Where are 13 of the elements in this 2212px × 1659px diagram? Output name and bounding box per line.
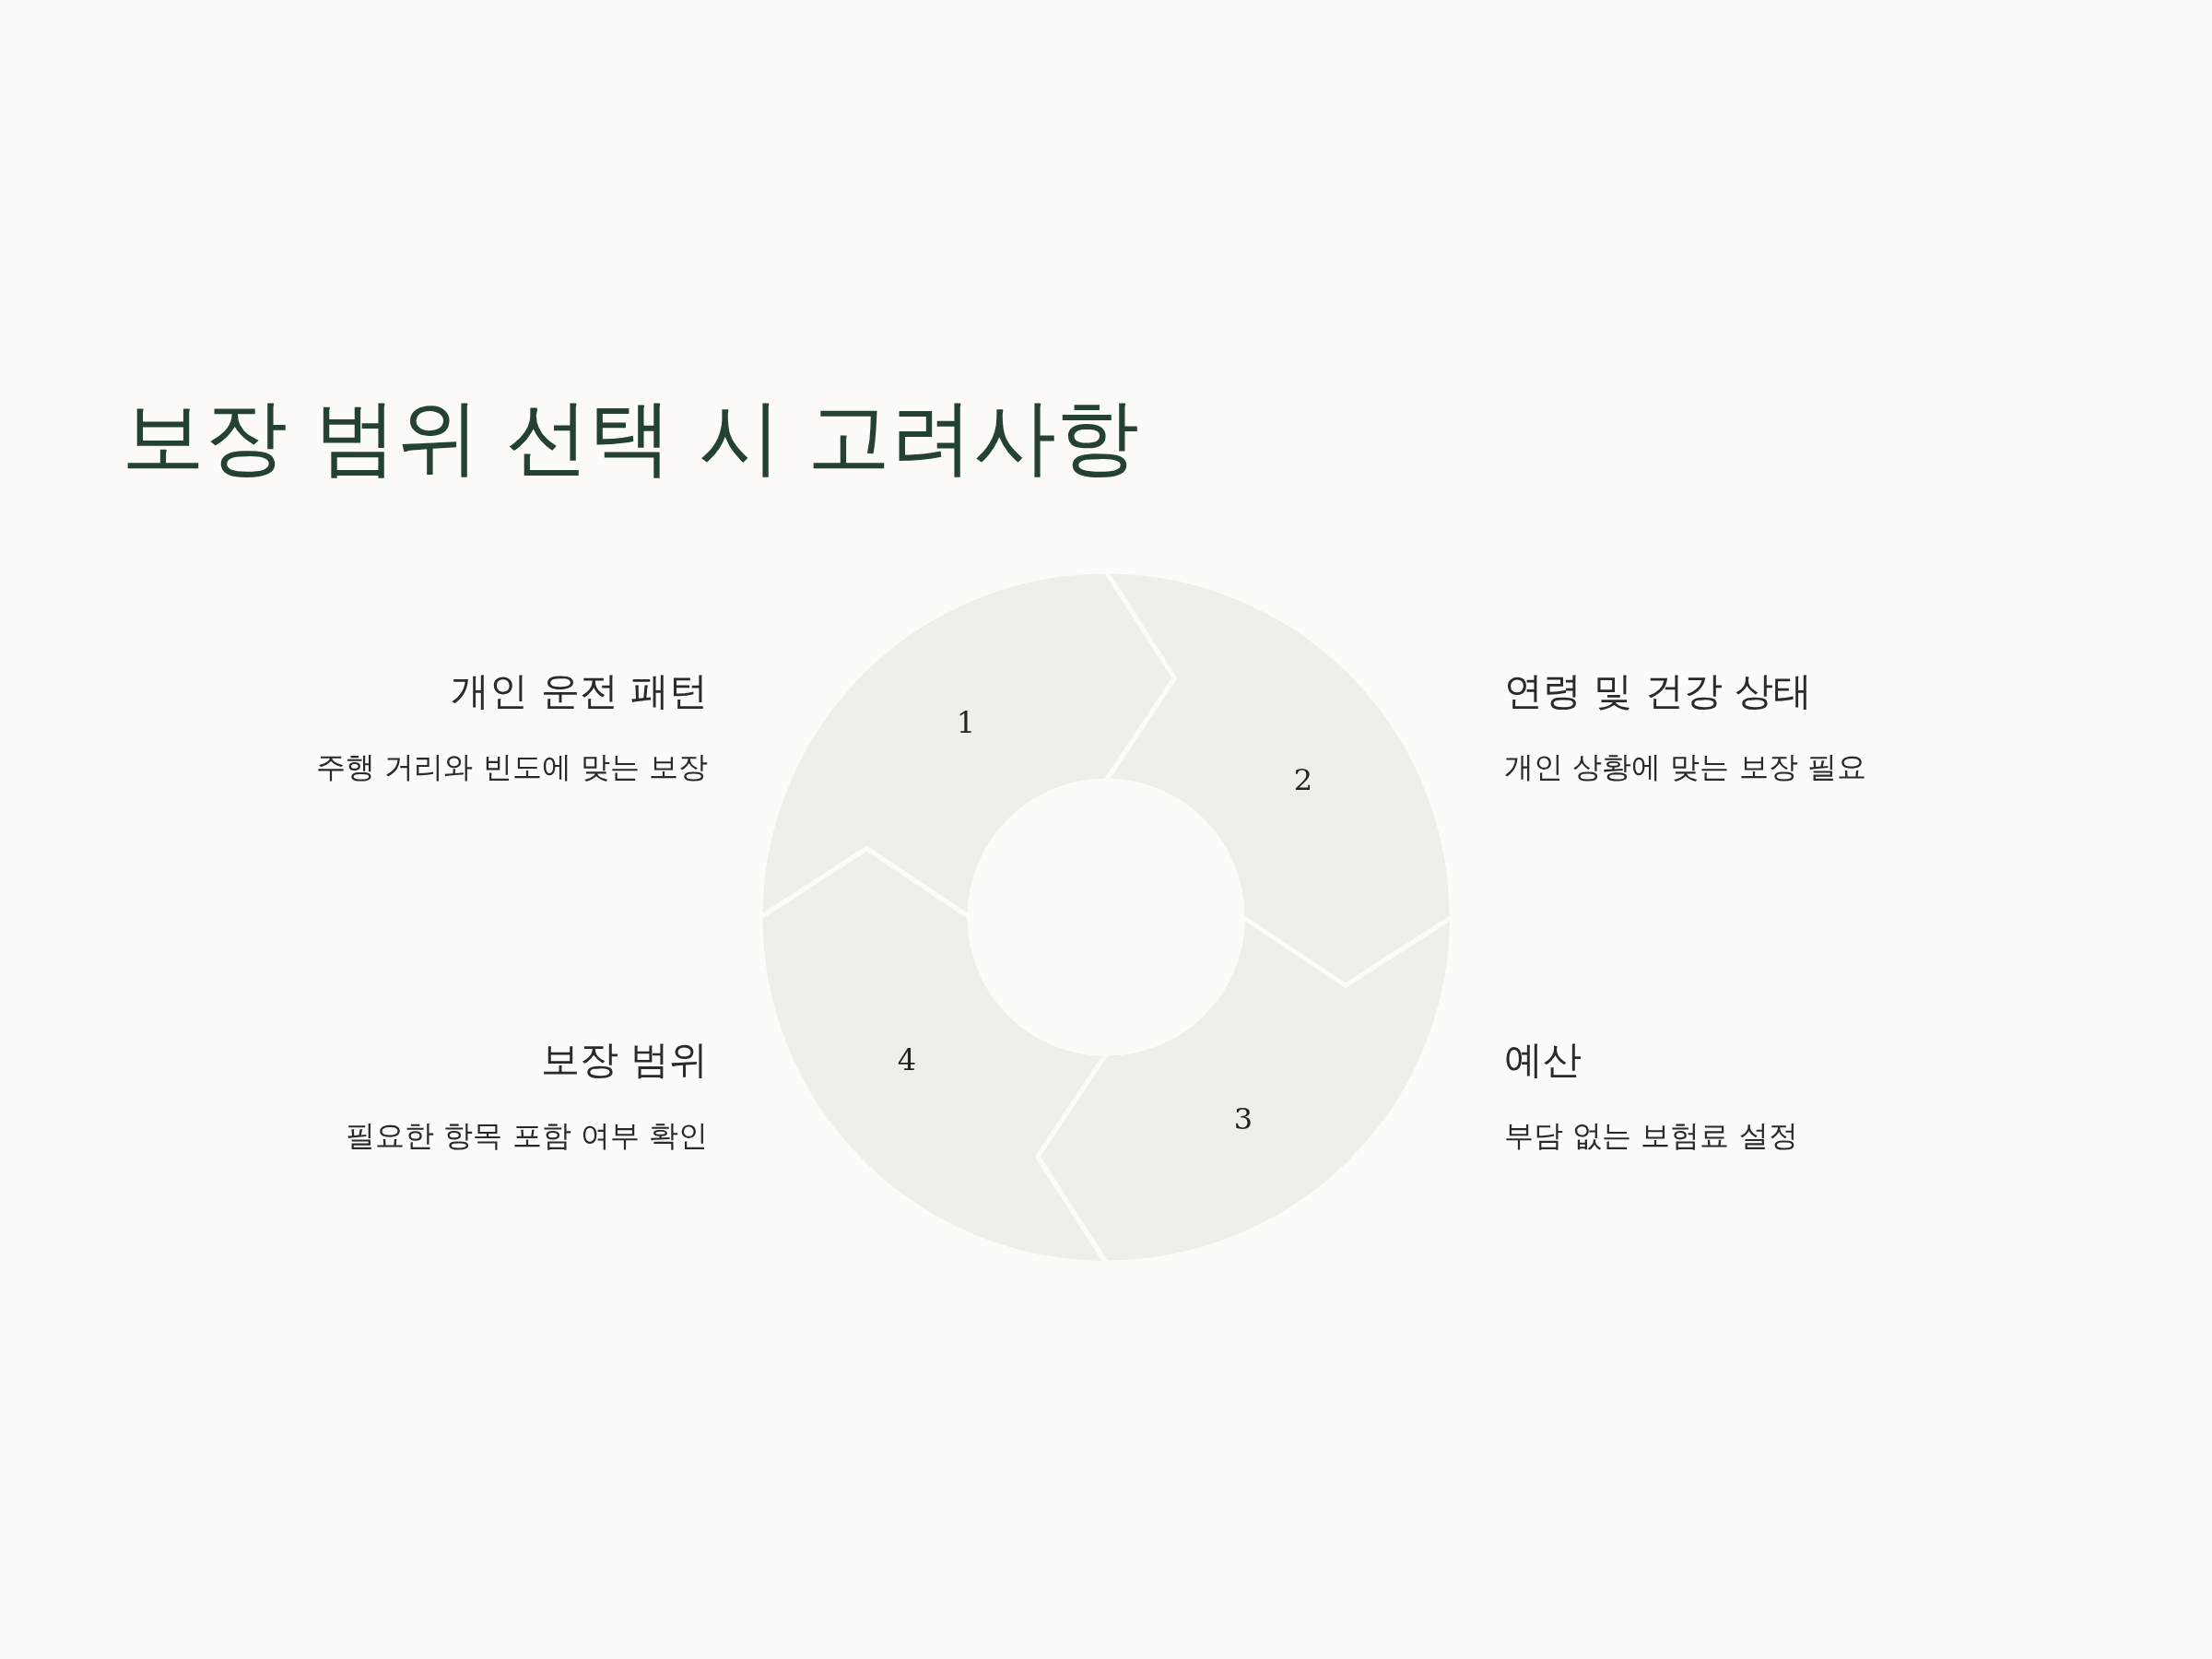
step-number: 4 (897, 1045, 917, 1075)
item-heading: 연령 및 건강 상태 (1504, 668, 1813, 715)
item-heading: 예산 (1504, 1037, 1582, 1084)
step-number: 2 (1293, 765, 1313, 794)
item-description: 부담 없는 보험료 설정 (1504, 1118, 1798, 1154)
step-number: 1 (956, 708, 976, 737)
item-description: 주행 거리와 빈도에 맞는 보장 (316, 749, 708, 785)
item-description: 필요한 항목 포함 여부 확인 (346, 1118, 708, 1154)
title: 보장 범위 선택 시 고려사항 (122, 387, 1140, 487)
item-heading: 개인 운전 패턴 (451, 668, 708, 715)
item-description: 개인 상황에 맞는 보장 필요 (1504, 749, 1866, 785)
item-heading: 보장 범위 (540, 1037, 708, 1084)
step-number: 3 (1233, 1104, 1253, 1134)
